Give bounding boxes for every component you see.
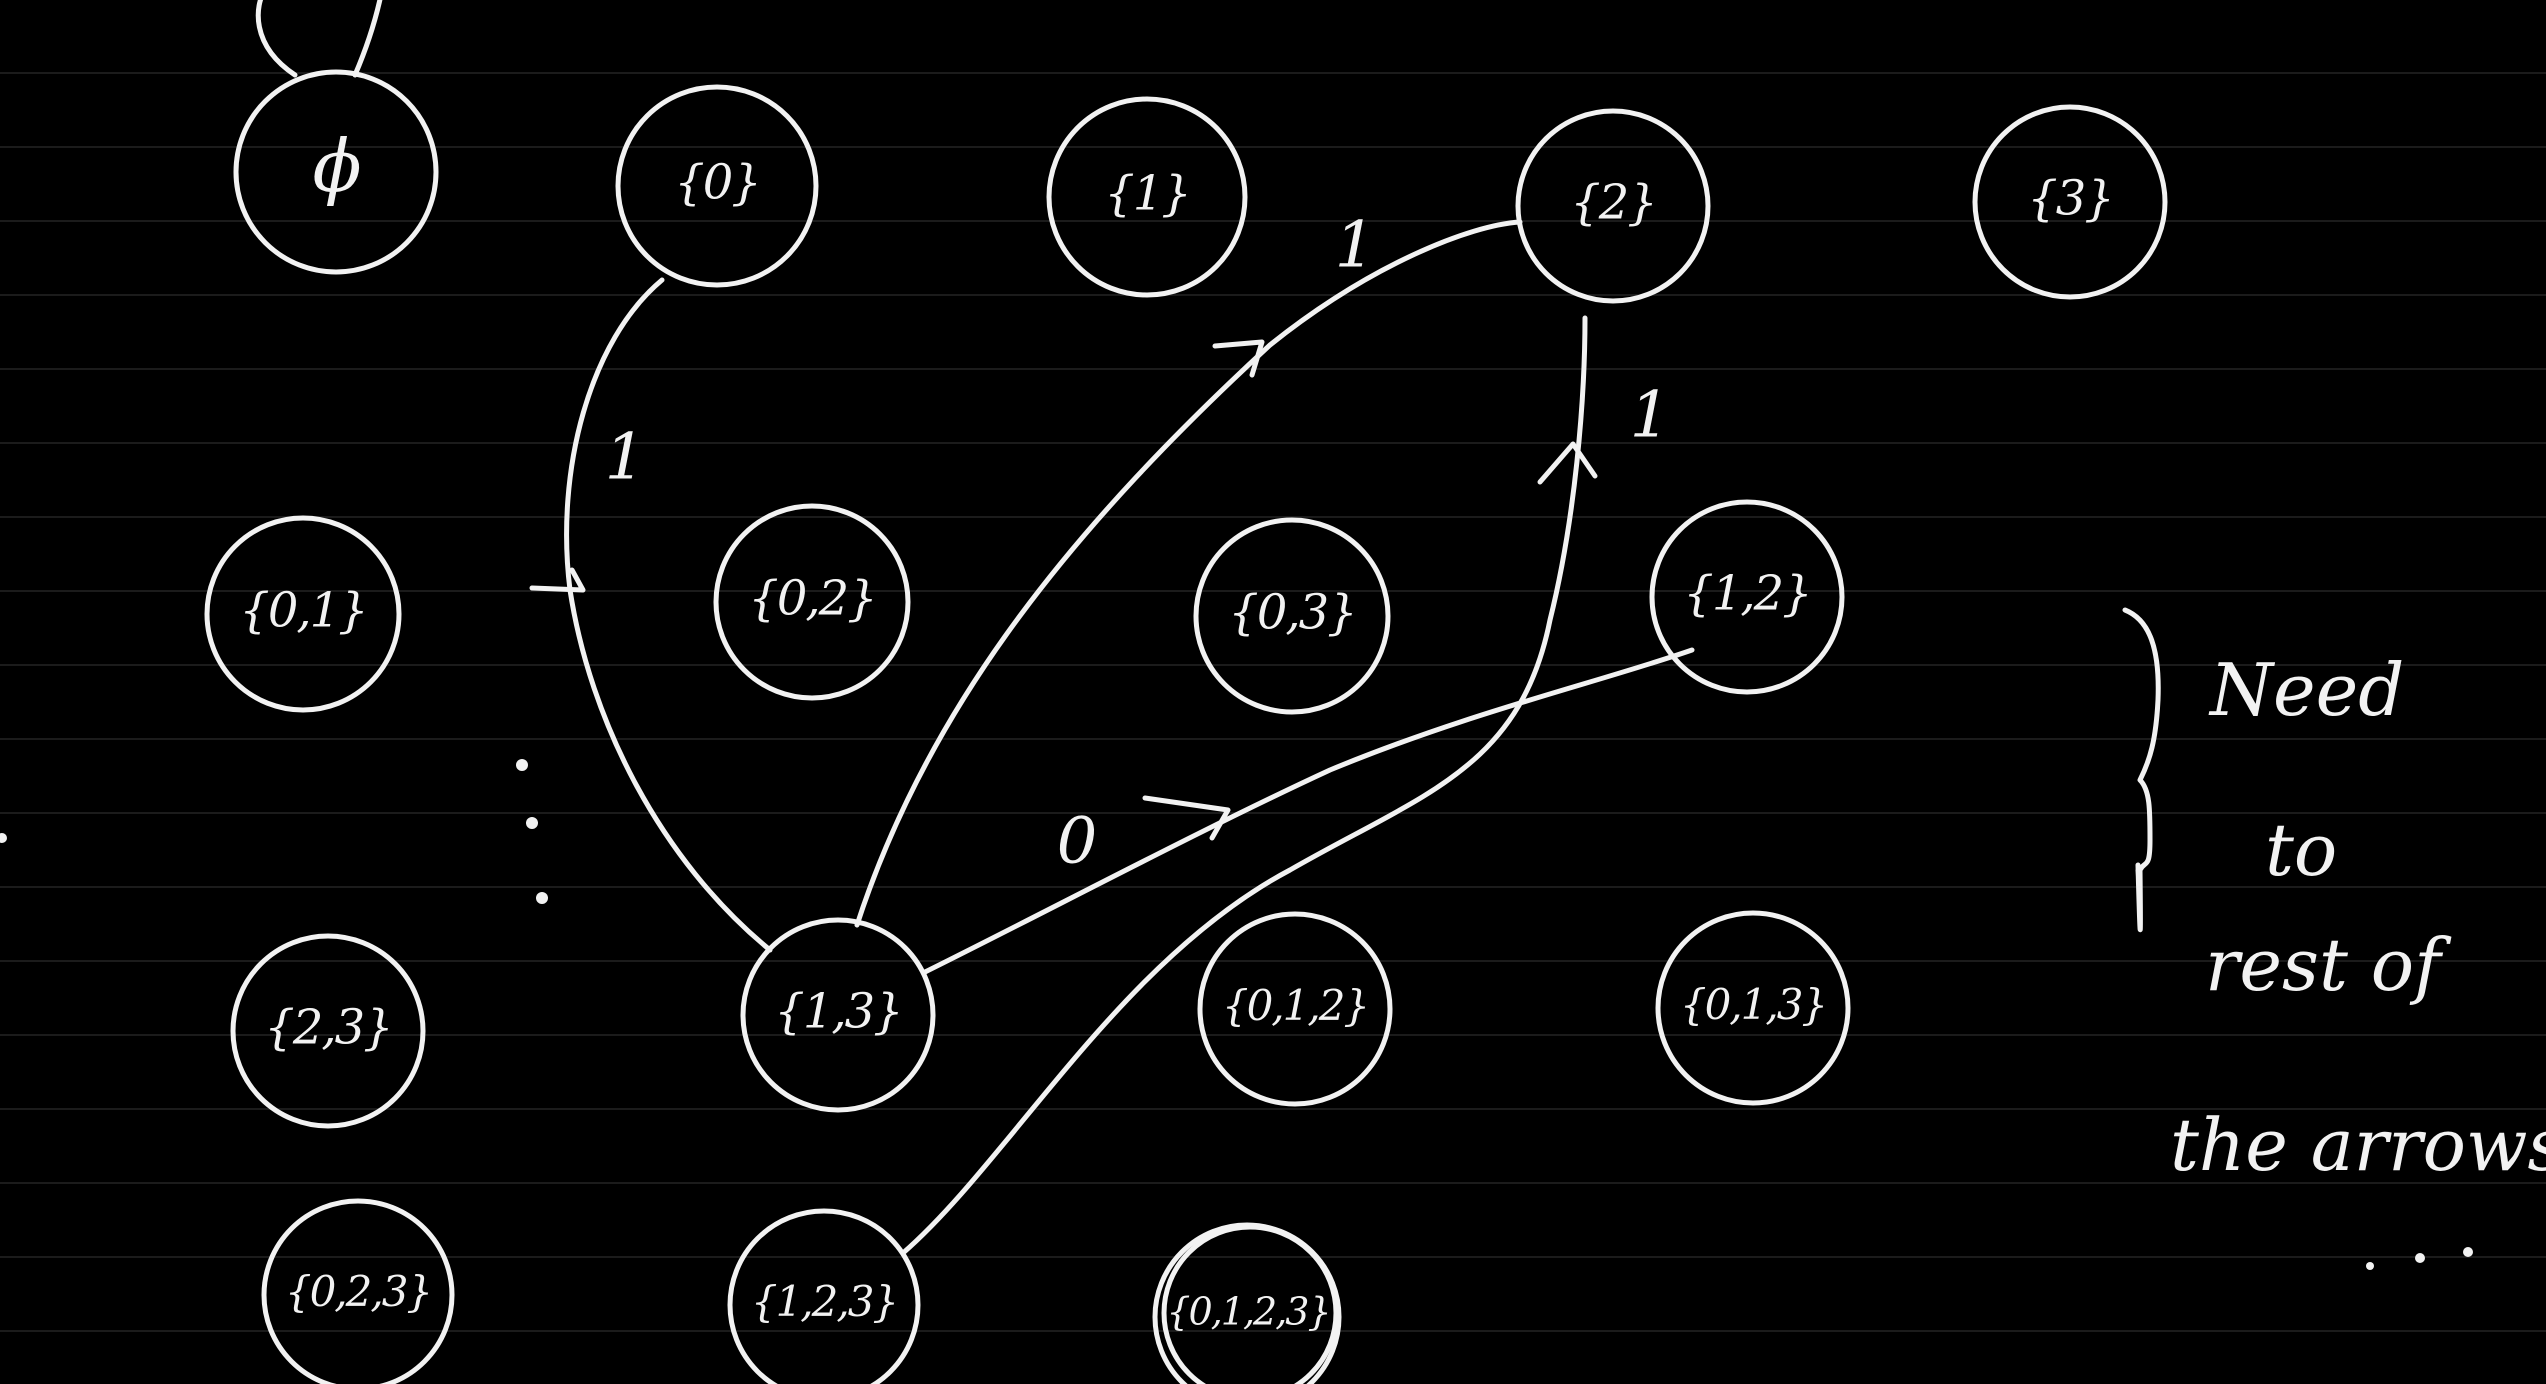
state-node-s1: {1} [1046,96,1248,298]
state-node-s2: {2} [1515,108,1711,304]
edges [529,219,1695,1256]
state-label-s2: {2} [1570,175,1656,231]
state-label-s13: {1,3} [774,984,901,1040]
edge-label-s0-s13: 1 [605,421,646,495]
state-node-s12: {1,2} [1649,499,1845,695]
state-label-s013: {0,1,3} [1680,980,1826,1029]
note-line-4: the arrows [2170,1103,2546,1187]
state-node-s012: {0,1,2} [1197,911,1393,1107]
edge-s13-to-s12 [922,647,1695,975]
state-label-s23: {2,3} [264,1000,391,1056]
state-label-s02: {0,2} [748,571,875,627]
state-label-s01: {0,1} [239,583,366,639]
note-line-3: rest of [2205,923,2452,1007]
edge-label-s13-s12: 0 [1057,805,1098,879]
note-line-2: to [2265,808,2337,892]
state-node-s0: {0} [615,84,819,288]
arrowhead-s13-to-s12 [1142,795,1231,841]
self-loop-empty [255,0,383,78]
state-node-s0123: {0,1,2,3} [1152,1222,1342,1384]
state-label-s023: {0,2,3} [285,1267,431,1316]
edge-s123-to-s2 [900,315,1588,1256]
edge-labels: 1 1 0 1 [605,209,1671,879]
handwritten-note: Need to rest of the arrows [2170,648,2546,1187]
state-label-empty: ϕ [312,124,360,208]
state-label-s0123: {0,1,2,3} [1166,1290,1329,1334]
edge-s0-to-s13 [564,277,773,953]
state-node-s02: {0,2} [713,503,911,701]
state-label-s1: {1} [1104,166,1190,222]
state-node-s3: {3} [1972,104,2168,300]
state-label-s3: {3} [2027,171,2113,227]
state-label-s12: {1,2} [1683,566,1810,622]
note-line-1: Need [2208,648,2404,732]
edge-s13-to-s2 [854,219,1523,928]
state-node-s23: {2,3} [230,933,426,1129]
state-node-s123: {1,2,3} [727,1208,921,1384]
state-label-s03: {0,3} [1228,585,1355,641]
arrowhead-s123-to-s2 [1537,441,1598,485]
state-node-empty: ϕ [233,69,439,275]
edge-label-s13-s2: 1 [1335,209,1376,283]
ellipsis-dots [516,759,548,904]
state-node-s13: {1,3} [740,917,936,1113]
state-node-s023: {0,2,3} [261,1198,455,1384]
state-label-s012: {0,1,2} [1222,981,1368,1030]
edge-label-s123-s2: 1 [1630,379,1671,453]
edge-mark-dot [0,833,7,843]
arrowhead-s0-to-s13 [529,567,586,593]
state-node-s013: {0,1,3} [1655,910,1851,1106]
state-node-s01: {0,1} [204,515,402,713]
state-label-s0: {0} [674,155,760,211]
right-curly-brace [2122,607,2161,932]
state-label-s123: {1,2,3} [751,1277,897,1326]
arrowhead-s13-to-s2 [1212,339,1265,378]
note-trailing-dots [2366,1247,2473,1270]
state-node-s03: {0,3} [1193,517,1391,715]
